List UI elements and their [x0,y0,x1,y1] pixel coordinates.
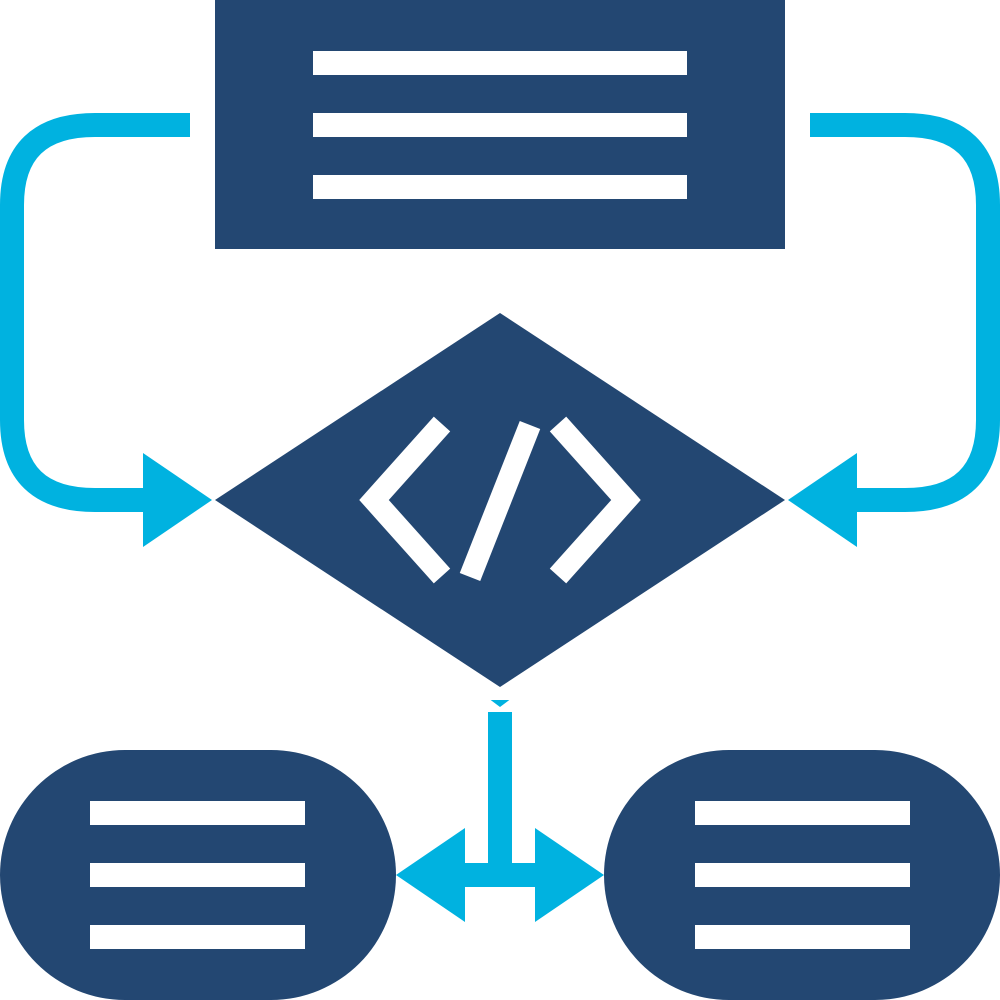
process-box-text-line [313,113,687,137]
left-loop-line [0,113,190,512]
decision-diamond [215,313,785,687]
split-connector [396,698,604,922]
left-arrow-head-icon [143,453,212,547]
code-bracket-left [359,416,451,584]
split-arrow-left-icon [396,828,465,922]
terminal-right [604,750,1000,1000]
terminal-right-text-line [695,801,910,825]
terminal-right-text-line [695,863,910,887]
terminal-left-text-line [90,925,305,949]
process-box-text-line [313,51,687,75]
right-arrow-head-icon [788,453,857,547]
process-box-text-line [313,175,687,199]
split-vertical-notch [488,698,512,712]
left-loop-connector [0,113,212,547]
terminal-left-text-line [90,863,305,887]
right-loop-line [810,113,1000,512]
code-bracket-right [549,416,641,584]
right-loop-connector [788,113,1000,547]
code-slash [459,420,541,582]
terminal-left-text-line [90,801,305,825]
terminal-left [0,750,396,1000]
code-icon [359,416,641,584]
split-arrow-right-icon [535,828,604,922]
terminal-right-text-line [695,925,910,949]
process-box [215,0,785,249]
